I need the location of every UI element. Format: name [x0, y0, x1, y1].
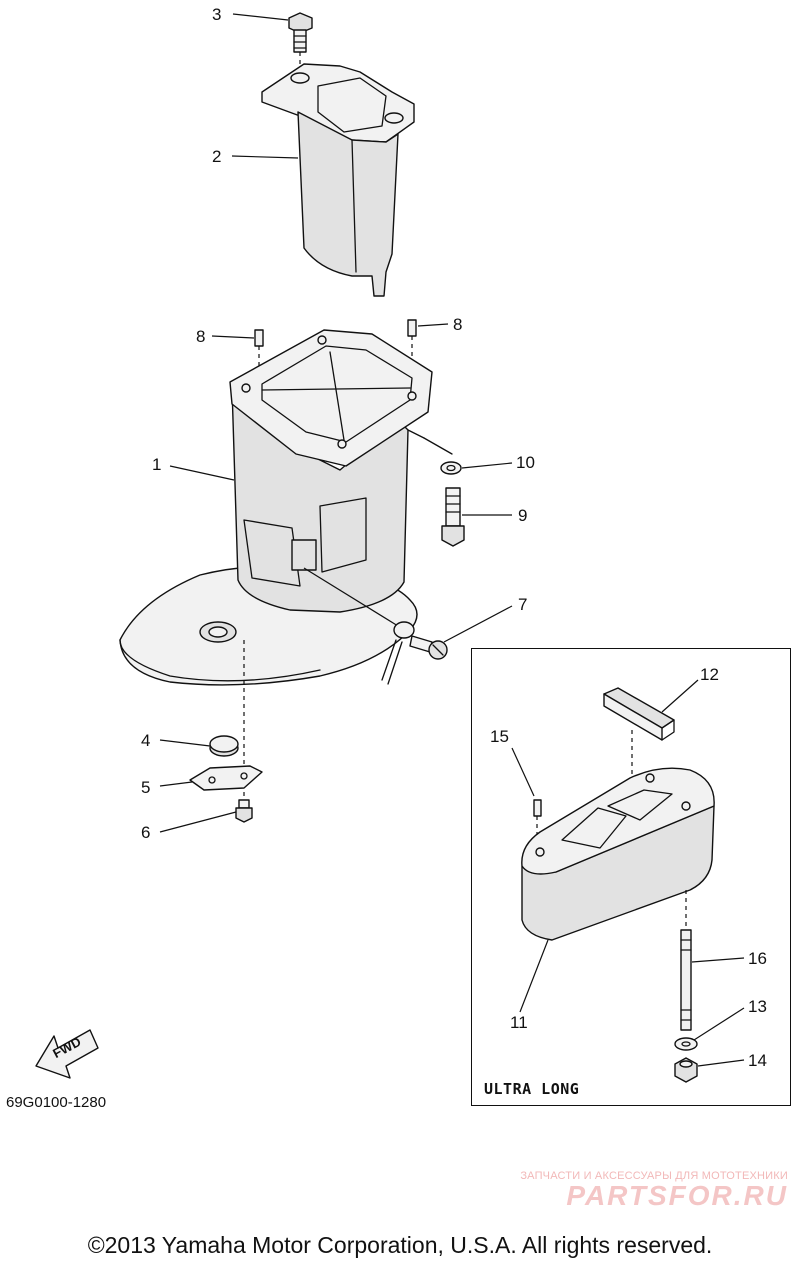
callout-2: 2 — [212, 147, 221, 166]
callout-4: 4 — [141, 731, 150, 750]
callout-7: 7 — [518, 595, 527, 614]
part-14-nut — [674, 1057, 698, 1083]
ultra-long-inset-frame — [471, 648, 791, 1106]
document-code: 69G0100-1280 — [6, 1094, 107, 1111]
callout-14: 14 — [748, 1051, 767, 1070]
copyright-notice: ©2013 Yamaha Motor Corporation, U.S.A. A… — [87, 1232, 713, 1258]
part-1-upper-casing — [119, 329, 453, 686]
watermark-tagline: ЗАПЧАСТИ И АКСЕССУАРЫ ДЛЯ МОТОТЕХНИКИ — [520, 1170, 788, 1182]
callout-5: 5 — [141, 778, 150, 797]
callout-8-right: 8 — [453, 315, 462, 334]
callout-3: 3 — [212, 5, 221, 24]
callout-10: 10 — [516, 453, 535, 472]
part-9-bolt — [441, 487, 465, 547]
part-7-screw — [409, 635, 448, 660]
watermark: ЗАПЧАСТИ И АКСЕССУАРЫ ДЛЯ МОТОТЕХНИКИ PA… — [488, 1170, 788, 1212]
part-2-exhaust-guide — [261, 63, 415, 297]
ground-lead-wire — [303, 567, 415, 685]
part-10-washer — [440, 461, 462, 475]
callout-9: 9 — [518, 506, 527, 525]
callout-13: 13 — [748, 997, 767, 1016]
part-4-grommet — [209, 735, 239, 757]
leader-lines — [159, 13, 745, 1067]
callout-6: 6 — [141, 823, 150, 842]
part-13-washer — [674, 1037, 698, 1051]
part-12-seal-strip — [603, 687, 675, 800]
callout-16: 16 — [748, 949, 767, 968]
part-6-bolt — [235, 799, 253, 823]
watermark-logo: PARTSFOR.RU — [566, 1180, 788, 1211]
inset-label: ULTRA LONG — [484, 1080, 580, 1098]
callout-8-left: 8 — [196, 327, 205, 346]
part-5-gasket — [189, 765, 263, 791]
callout-15: 15 — [490, 727, 509, 746]
fwd-arrow-icon — [35, 1029, 99, 1079]
part-15-dowel-pin — [533, 799, 542, 862]
part-16-stud-bolt — [680, 929, 692, 1031]
part-11-extension — [521, 767, 715, 941]
callout-1: 1 — [152, 455, 161, 474]
part-8-dowel-pin-left — [254, 329, 264, 372]
callout-11: 11 — [510, 1013, 528, 1032]
callout-12: 12 — [700, 665, 719, 684]
part-3-bolt — [288, 12, 313, 78]
